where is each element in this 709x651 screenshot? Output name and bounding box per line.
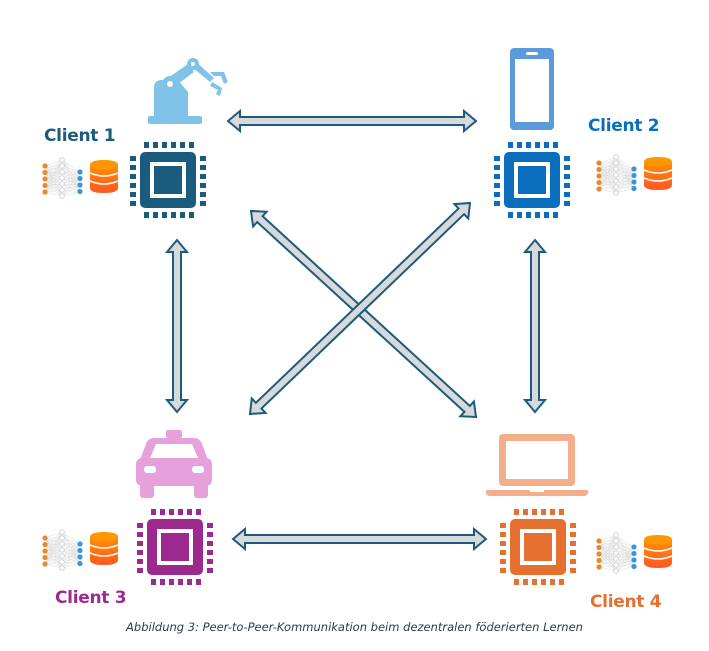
laptop-icon [486,434,588,496]
arrow-client1-client4 [249,209,478,419]
taxi-icon [136,430,212,498]
arrow-client1-client3 [164,238,190,414]
arrows-layer [164,108,548,552]
database-icon [89,160,119,193]
processor-chip-icon [494,142,570,218]
arrow-client1-client2 [226,108,478,134]
processor-chip-icon [130,142,206,218]
arrow-client3-client4 [231,526,488,552]
client-3-label: Client 3 [55,588,127,608]
database-icon [643,157,673,190]
neural-network-icon [596,532,637,574]
neural-network-icon [42,157,83,199]
arrow-client2-client4 [522,238,548,414]
model-and-data-group [596,154,673,196]
client-4-label: Client 4 [590,592,662,612]
model-and-data-group [42,529,119,571]
processor-chip-icon [500,509,576,585]
model-and-data-group [42,157,119,199]
model-and-data-group [596,532,673,574]
figure-caption: Abbildung 3: Peer-to-Peer-Kommunikation … [126,620,583,634]
neural-network-icon [42,529,83,571]
database-icon [89,532,119,565]
smartphone-icon [510,48,554,130]
client-1-label: Client 1 [44,126,116,146]
database-icon [643,535,673,568]
processor-chip-icon [137,509,213,585]
neural-network-icon [596,154,637,196]
client-2-label: Client 2 [588,116,660,136]
robot-arm-icon [148,58,228,124]
arrow-client2-client3 [248,201,472,416]
